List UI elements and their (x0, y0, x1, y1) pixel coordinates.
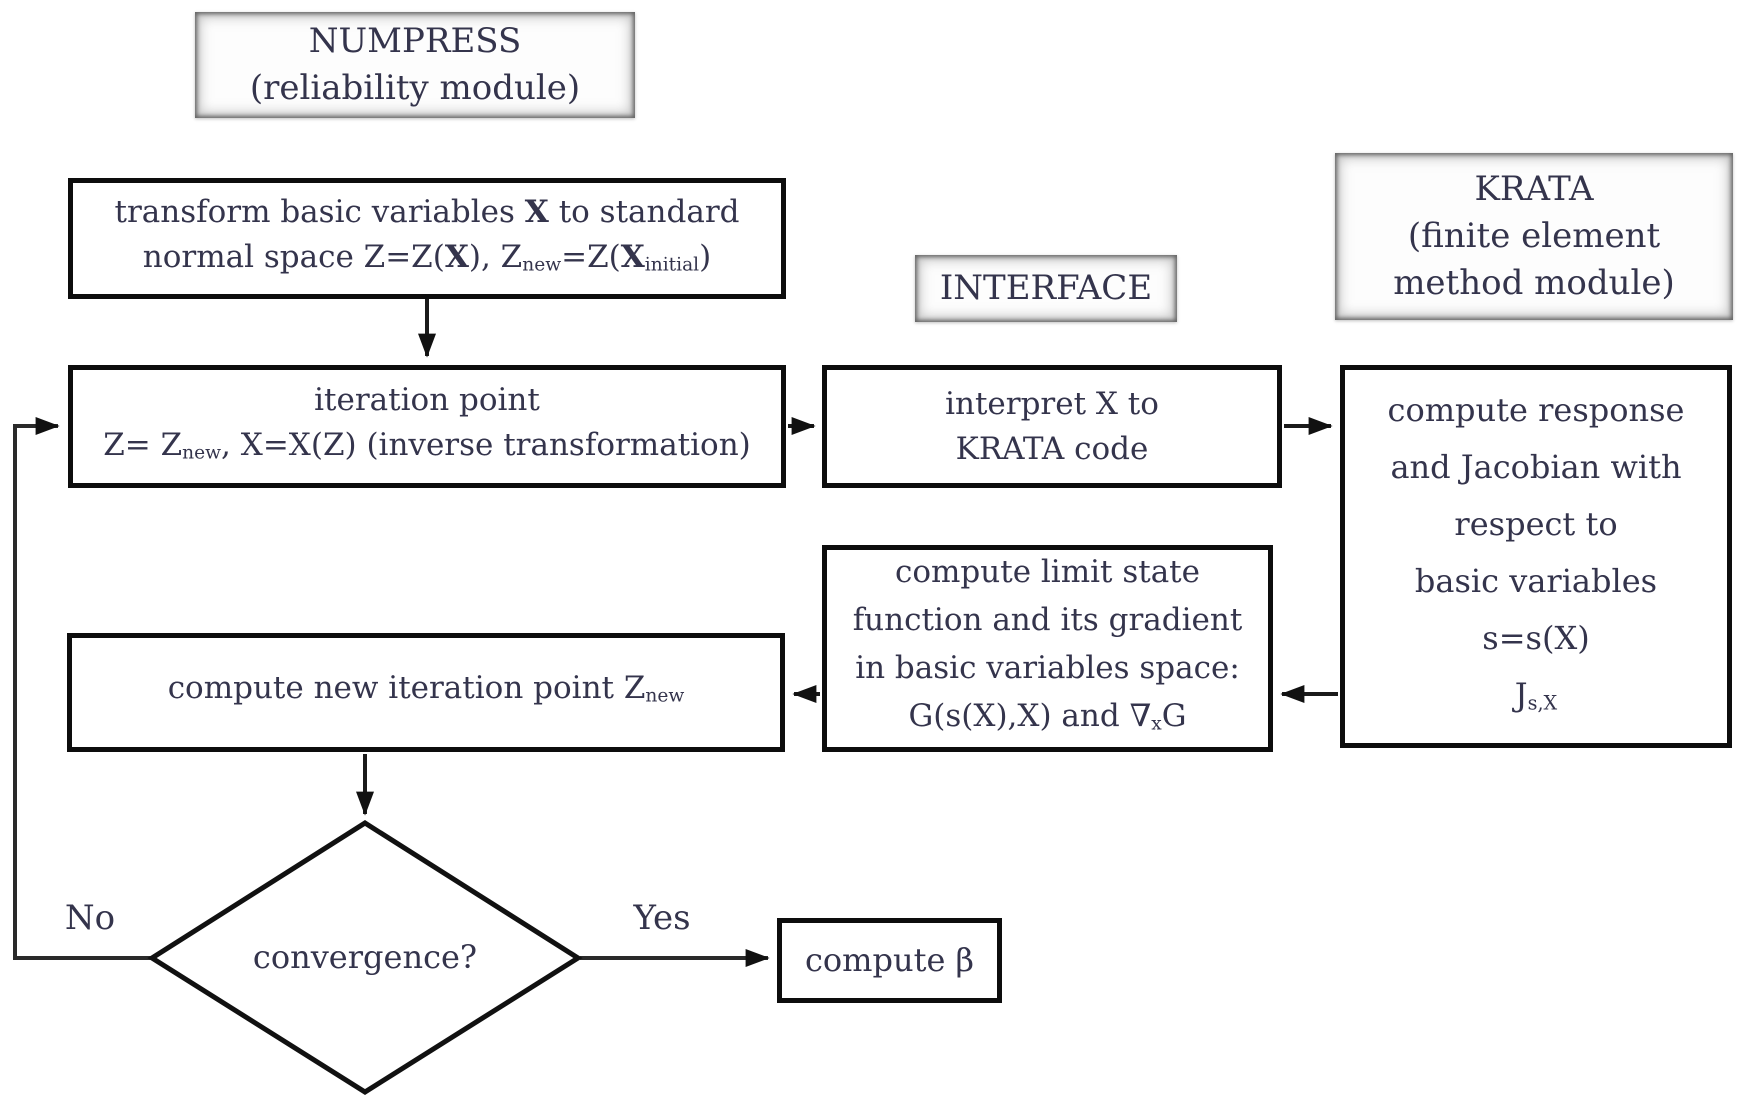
transform-line2: normal space Z=Z(X), Znew=Z(Xinitial) (142, 238, 712, 276)
limit-state-line4: G(s(X),X) and ∇xG (908, 698, 1187, 735)
numpress-subtitle-line: (reliability module) (249, 68, 581, 108)
krata-subtitle-line2: method module) (1393, 263, 1675, 303)
limit-state-line1: compute limit state (895, 554, 1200, 591)
krata-compute-line2: and Jacobian with (1390, 447, 1682, 486)
limit-state-function-box: compute limit state function and its gra… (822, 545, 1273, 752)
krata-title-line: KRATA (1474, 169, 1594, 209)
transform-variables-box: transform basic variables X to standard … (68, 178, 786, 299)
limit-state-line3: in basic variables space: (855, 650, 1240, 687)
krata-compute-line3: respect to (1454, 504, 1618, 543)
krata-compute-line5: s=s(X) (1482, 618, 1590, 657)
convergence-label: convergence? (252, 938, 478, 976)
krata-subtitle-line1: (finite element (1407, 216, 1661, 256)
krata-module-header: KRATA (finite element method module) (1335, 153, 1733, 320)
transform-line1: transform basic variables X to standard (114, 193, 740, 230)
numpress-module-header: NUMPRESS (reliability module) (195, 12, 635, 118)
numpress-title-line: NUMPRESS (308, 21, 522, 61)
iteration-line1: iteration point (314, 381, 540, 418)
no-feedback-line (13, 417, 152, 960)
new-iteration-point-box: compute new iteration point Znew (67, 633, 785, 752)
krata-compute-line6: Js,X (1514, 675, 1558, 715)
compute-beta-box: compute β (777, 918, 1002, 1003)
interpret-line1: interpret X to (945, 385, 1159, 422)
iteration-line2: Z= Znew, X=X(Z) (inverse transformation) (103, 426, 751, 464)
no-branch-label: No (64, 898, 116, 938)
interface-module-header: INTERFACE (915, 255, 1177, 322)
interpret-x-box: interpret X to KRATA code (822, 365, 1282, 488)
yes-branch-label: Yes (633, 898, 691, 938)
krata-compute-line1: compute response (1387, 390, 1685, 429)
interpret-line2: KRATA code (955, 430, 1149, 467)
interface-title-line: INTERFACE (939, 268, 1153, 308)
krata-compute-line4: basic variables (1414, 561, 1658, 600)
krata-compute-response-box: compute response and Jacobian with respe… (1340, 365, 1732, 748)
compute-beta-label: compute β (804, 941, 975, 979)
limit-state-line2: function and its gradient (852, 602, 1243, 639)
iteration-point-box: iteration point Z= Znew, X=X(Z) (inverse… (68, 365, 786, 488)
new-point-line1: compute new iteration point Znew (167, 670, 685, 707)
convergence-diamond (147, 820, 583, 1095)
